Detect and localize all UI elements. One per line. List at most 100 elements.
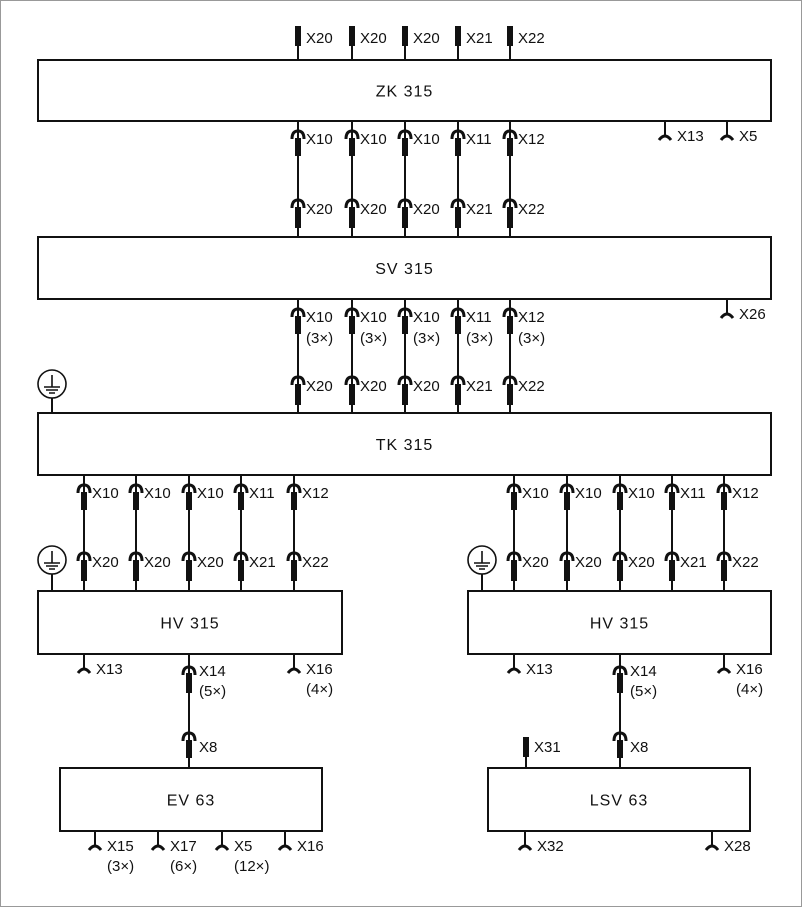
socket-icon: [716, 667, 732, 674]
socket-icon: [344, 307, 360, 318]
plug-icon: [511, 492, 517, 510]
plug-icon: [295, 384, 301, 405]
socket-icon: [150, 844, 166, 851]
sv-315-unit-label: SV 315: [375, 261, 433, 278]
socket-icon: [506, 483, 522, 494]
ground-icon: [467, 545, 497, 575]
connector-label: X20: [360, 201, 387, 218]
connector-count: (3×): [518, 330, 545, 347]
connector-label: X28: [724, 838, 751, 855]
hv-315-left-unit: [37, 590, 343, 655]
connector-label: X13: [526, 661, 553, 678]
connector-label: X10: [306, 309, 333, 326]
connector-label: X22: [518, 378, 545, 395]
plug-icon: [721, 492, 727, 510]
plug-icon: [349, 26, 355, 46]
socket-icon: [450, 375, 466, 386]
connector-label: X20: [197, 554, 224, 571]
plug-icon: [617, 492, 623, 510]
plug-icon: [507, 138, 513, 156]
connector-count: (5×): [630, 683, 657, 700]
socket-icon: [612, 665, 628, 676]
connector-label: X16: [306, 661, 333, 678]
connector-label: X20: [306, 30, 333, 47]
plug-icon: [507, 207, 513, 228]
connector-label: X5: [739, 128, 757, 145]
plug-icon: [455, 138, 461, 156]
tk-315-unit-label: TK 315: [376, 437, 434, 454]
connector-label: X12: [302, 485, 329, 502]
connector-label: X22: [518, 30, 545, 47]
connector-label: X11: [466, 131, 492, 148]
connector-label: X20: [144, 554, 171, 571]
socket-icon: [450, 307, 466, 318]
socket-icon: [450, 129, 466, 140]
connector-label: X31: [534, 739, 561, 756]
socket-icon: [87, 844, 103, 851]
connector-count: (12×): [234, 858, 269, 875]
connector-label: X22: [518, 201, 545, 218]
socket-icon: [559, 551, 575, 562]
plug-icon: [402, 138, 408, 156]
plug-icon: [617, 740, 623, 758]
connector-label: X8: [630, 739, 648, 756]
plug-icon: [507, 384, 513, 405]
plug-icon: [669, 492, 675, 510]
socket-icon: [344, 129, 360, 140]
plug-icon: [186, 560, 192, 581]
plug-icon: [349, 316, 355, 334]
connector-count: (6×): [170, 858, 197, 875]
connector-label: X12: [518, 131, 545, 148]
ground-glyph: [44, 551, 60, 570]
connector-label: X17: [170, 838, 197, 855]
ev-63-unit: [59, 767, 323, 832]
connector-label: X12: [518, 309, 545, 326]
connector-label: X20: [92, 554, 119, 571]
plug-icon: [349, 207, 355, 228]
hv-315-left-unit-label: HV 315: [160, 616, 219, 633]
connector-label: X21: [466, 201, 493, 218]
socket-icon: [290, 198, 306, 209]
socket-icon: [719, 134, 735, 141]
socket-icon: [397, 198, 413, 209]
socket-icon: [181, 731, 197, 742]
connector-label: X26: [739, 306, 766, 323]
socket-icon: [286, 483, 302, 494]
plug-icon: [669, 560, 675, 581]
plug-icon: [402, 384, 408, 405]
connector-label: X21: [466, 30, 493, 47]
socket-icon: [286, 667, 302, 674]
socket-icon: [290, 375, 306, 386]
connector-count: (4×): [306, 681, 333, 698]
socket-icon: [664, 551, 680, 562]
connector-label: X13: [677, 128, 704, 145]
plug-icon: [133, 492, 139, 510]
ground-glyph: [474, 551, 490, 570]
connector-label: X11: [680, 485, 706, 502]
plug-icon: [402, 316, 408, 334]
connector-label: X10: [360, 131, 387, 148]
socket-icon: [181, 483, 197, 494]
connector-label: X10: [413, 131, 440, 148]
plug-icon: [295, 207, 301, 228]
connector-label: X12: [732, 485, 759, 502]
connector-label: X10: [413, 309, 440, 326]
socket-icon: [290, 307, 306, 318]
connector-label: X20: [575, 554, 602, 571]
socket-icon: [506, 551, 522, 562]
connector-label: X10: [360, 309, 387, 326]
socket-icon: [450, 198, 466, 209]
connector-label: X11: [249, 485, 275, 502]
socket-icon: [397, 129, 413, 140]
plug-icon: [402, 26, 408, 46]
socket-icon: [506, 667, 522, 674]
socket-icon: [344, 198, 360, 209]
plug-icon: [617, 673, 623, 693]
connector-label: X20: [413, 30, 440, 47]
socket-icon: [181, 665, 197, 676]
connector-count: (3×): [413, 330, 440, 347]
zk-315-unit-label: ZK 315: [376, 84, 434, 101]
connector-count: (3×): [466, 330, 493, 347]
socket-icon: [397, 307, 413, 318]
connector-count: (4×): [736, 681, 763, 698]
